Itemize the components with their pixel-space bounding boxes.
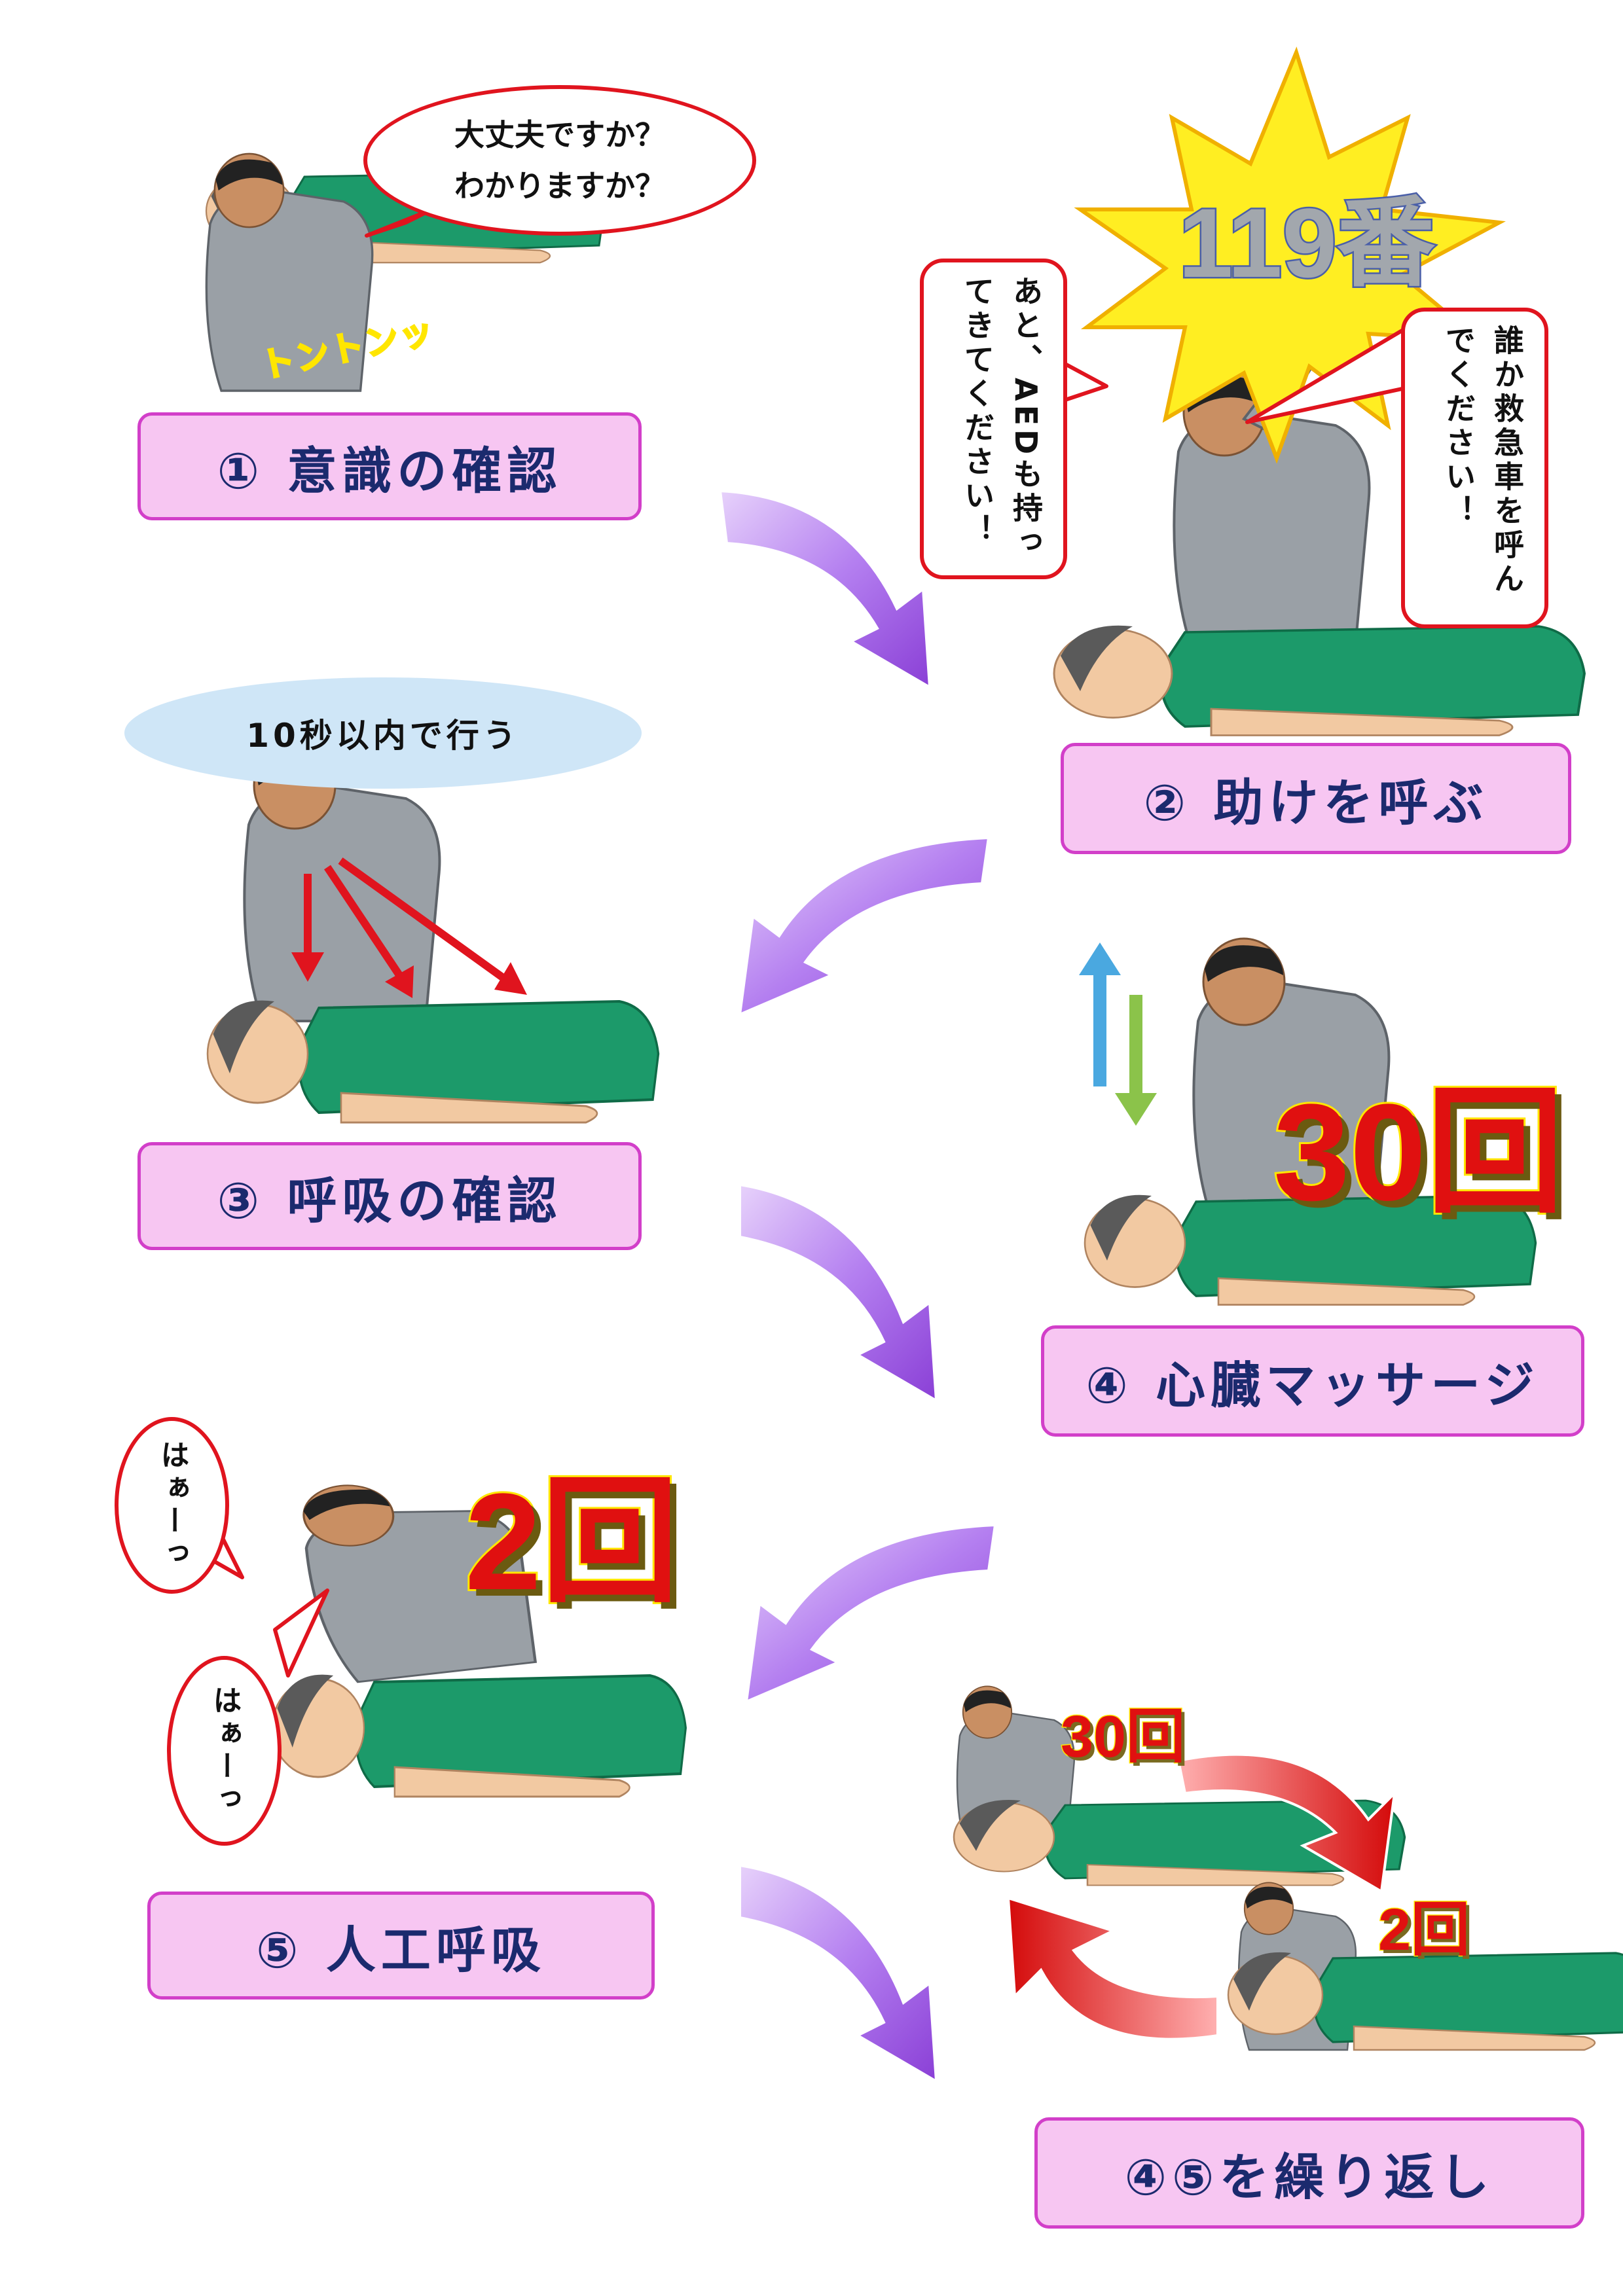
bubble-line-2: わかりますか？	[454, 168, 665, 204]
step-5-rescue-breaths: ⑤ 人工呼吸	[147, 1892, 655, 2000]
speech-bubble-consciousness: 大丈夫ですか？ わかりますか？	[363, 85, 756, 236]
starburst-shape	[1074, 46, 1506, 464]
call-ambulance-bubble: 誰か救急車を呼んでください！	[1401, 308, 1548, 628]
step-6-repeat: ④⑤を繰り返し	[1034, 2117, 1584, 2229]
scene-repeat-cycle	[953, 1685, 1623, 2051]
breath-count: 2回	[463, 1463, 681, 1621]
compression-up-arrow	[1079, 942, 1121, 1086]
cycle-arrow-forward	[1176, 1753, 1396, 1894]
step-4-chest-compressions: ④ 心臓マッサージ	[1041, 1325, 1584, 1437]
time-limit-bubble: 10秒以内で行う	[124, 677, 642, 789]
cycle-breath-count: 2回	[1377, 1897, 1470, 1964]
emergency-number-text: 119番	[1177, 187, 1437, 300]
step-2-call-for-help: ② 助けを呼ぶ	[1061, 743, 1571, 854]
flow-arrow-5-to-6	[739, 1863, 938, 2084]
flow-arrow-4-to-5	[744, 1523, 997, 1704]
scene-breathing-check	[206, 741, 660, 1124]
flow-arrow-3-to-4	[739, 1183, 938, 1403]
bubble1-tail	[365, 207, 434, 238]
breathing-check-arrows	[291, 857, 527, 998]
flow-arrow-1-to-2	[718, 489, 932, 690]
step-3-breathing-check: ③ 呼吸の確認	[137, 1142, 642, 1250]
breath-patient-tail	[273, 1588, 329, 1677]
time-limit-text: 10秒以内で行う	[246, 717, 520, 755]
flow-arrow-2-to-3	[738, 836, 991, 1017]
breath-rescuer-bubble: はぁーっ	[115, 1417, 229, 1594]
breath-patient-bubble: はぁーっ	[167, 1656, 282, 1846]
aed-request-bubble: あと、AEDも持ってきてください！	[920, 259, 1067, 579]
cycle-compression-count: 30回	[1059, 1704, 1186, 1771]
cycle-arrow-back	[1006, 1896, 1219, 2041]
step-1-consciousness-check: ① 意識の確認	[137, 412, 642, 520]
compression-down-arrow	[1115, 995, 1157, 1126]
bubble-line-1: 大丈夫ですか？	[454, 117, 665, 152]
compression-count: 30回	[1271, 1073, 1566, 1231]
